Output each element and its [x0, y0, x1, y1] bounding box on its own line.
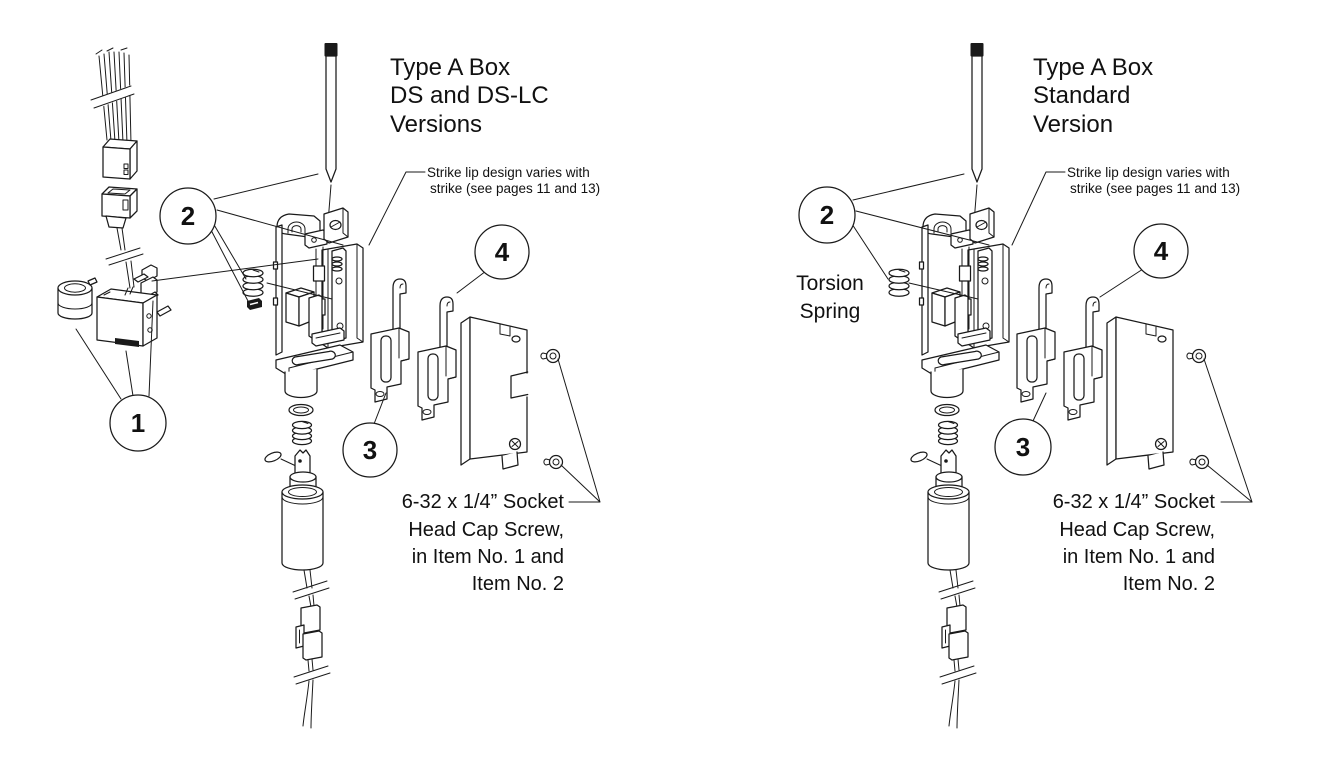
left-strike-assembly: [243, 43, 563, 728]
screw-note-line-1: 6-32 x 1/4” Socket: [1053, 491, 1216, 513]
callout-3-number: 3: [363, 435, 377, 465]
left-title: Type A Box DS and DS-LC Versions: [390, 54, 549, 138]
callout-3: 3: [994, 418, 1052, 476]
screw-note-line-1: 6-32 x 1/4” Socket: [402, 491, 565, 513]
right-screw-note: 6-32 x 1/4” Socket Head Cap Screw, in It…: [1053, 491, 1216, 595]
callout-2: 2: [798, 186, 856, 244]
callout-4-number: 4: [495, 237, 510, 267]
right-strike-lip-note: Strike lip design varies with strike (se…: [1067, 165, 1240, 196]
callout-3: 3: [342, 422, 398, 478]
wire-harness-part: [57, 47, 172, 347]
callout-2-number: 2: [181, 201, 195, 231]
right-title-line-2: Standard: [1033, 82, 1130, 109]
torsion-spring-label-line-2: Spring: [800, 300, 861, 323]
screw-note-line-3: in Item No. 1 and: [412, 546, 564, 568]
strike-lip-note-line-2: strike (see pages 11 and 13): [1070, 181, 1240, 196]
callout-1-number: 1: [131, 408, 145, 438]
callout-4: 4: [1133, 223, 1189, 279]
screw-note-line-3: in Item No. 1 and: [1063, 546, 1215, 568]
right-strike-assembly: [889, 43, 1209, 728]
callout-1: 1: [109, 394, 167, 452]
screw-note-line-2: Head Cap Screw,: [408, 519, 564, 541]
left-title-line-2: DS and DS-LC: [390, 82, 549, 109]
strike-lip-note-line-2: strike (see pages 11 and 13): [430, 181, 600, 196]
left-title-line-3: Versions: [390, 111, 482, 138]
right-title-line-1: Type A Box: [1033, 54, 1153, 81]
spring-clip-part: [247, 298, 262, 310]
callout-2-number: 2: [820, 200, 834, 230]
left-screw-note: 6-32 x 1/4” Socket Head Cap Screw, in It…: [402, 491, 565, 595]
right-title-line-3: Version: [1033, 111, 1113, 138]
screw-note-line-2: Head Cap Screw,: [1059, 519, 1215, 541]
callout-3-number: 3: [1016, 432, 1030, 462]
screw-note-line-4: Item No. 2: [1123, 573, 1215, 595]
strike-lip-note-line-1: Strike lip design varies with: [1067, 165, 1230, 180]
screw-note-line-4: Item No. 2: [472, 573, 564, 595]
strike-lip-note-line-1: Strike lip design varies with: [427, 165, 590, 180]
callout-2: 2: [159, 187, 217, 245]
callout-4-number: 4: [1154, 236, 1169, 266]
right-leader-lines: [851, 171, 1253, 503]
torsion-spring-label: Torsion Spring: [796, 272, 864, 323]
torsion-spring-label-line-1: Torsion: [796, 272, 864, 295]
left-leader-lines: [75, 171, 601, 503]
right-diagram: 2 3 4 Type A Box Standard Version Torsio…: [796, 43, 1253, 728]
left-title-line-1: Type A Box: [390, 54, 510, 81]
left-diagram: 1 2 3 4 Type A Box DS and DS-LC Versions…: [57, 43, 601, 728]
cover-notch: [510, 371, 530, 399]
right-title: Type A Box Standard Version: [1033, 54, 1153, 138]
left-strike-lip-note: Strike lip design varies with strike (se…: [427, 165, 600, 196]
callout-4: 4: [474, 224, 530, 280]
